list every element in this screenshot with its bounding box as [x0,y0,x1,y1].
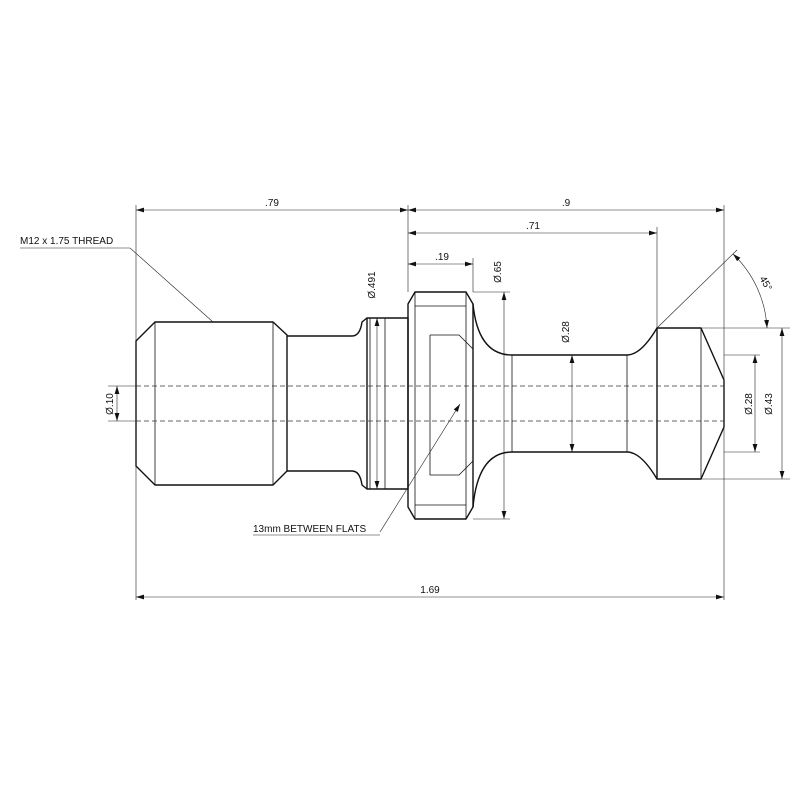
leaders [20,247,461,533]
collar [366,317,409,490]
dim-label-79: .79 [265,198,279,209]
dim-label-169: 1.69 [420,585,440,596]
part-outline [135,291,725,520]
dim-label-71: .71 [526,221,540,232]
wrench-flats [429,334,474,476]
notes: M12 x 1.75 THREAD 13mm BETWEEN FLATS [20,236,380,536]
dim-label-43: Ø.43 [764,393,775,415]
dim-label-491: Ø.491 [367,271,378,299]
dimension-labels: .79 .9 .71 .19 Ø.491 Ø.65 Ø.28 Ø.10 Ø.28… [105,198,775,596]
flats-leader [379,403,461,533]
thread-leader [20,247,214,323]
dimension-lines [114,207,785,600]
dim-label-28-neck: Ø.28 [561,321,572,343]
shank [287,317,368,490]
thread-note: M12 x 1.75 THREAD [20,236,113,247]
dim-arc-45 [732,253,769,329]
flange [407,291,474,520]
dim-label-10: Ø.10 [105,393,116,415]
dim-label-65: Ø.65 [493,261,504,283]
retention-head [656,327,725,480]
dim-label-28-end: Ø.28 [744,393,755,415]
dim-label-45: 45° [757,274,774,293]
dim-label-19: .19 [435,252,449,263]
thread-section [135,321,288,486]
dim-label-9: .9 [562,198,571,209]
flats-note: 13mm BETWEEN FLATS [253,524,366,535]
